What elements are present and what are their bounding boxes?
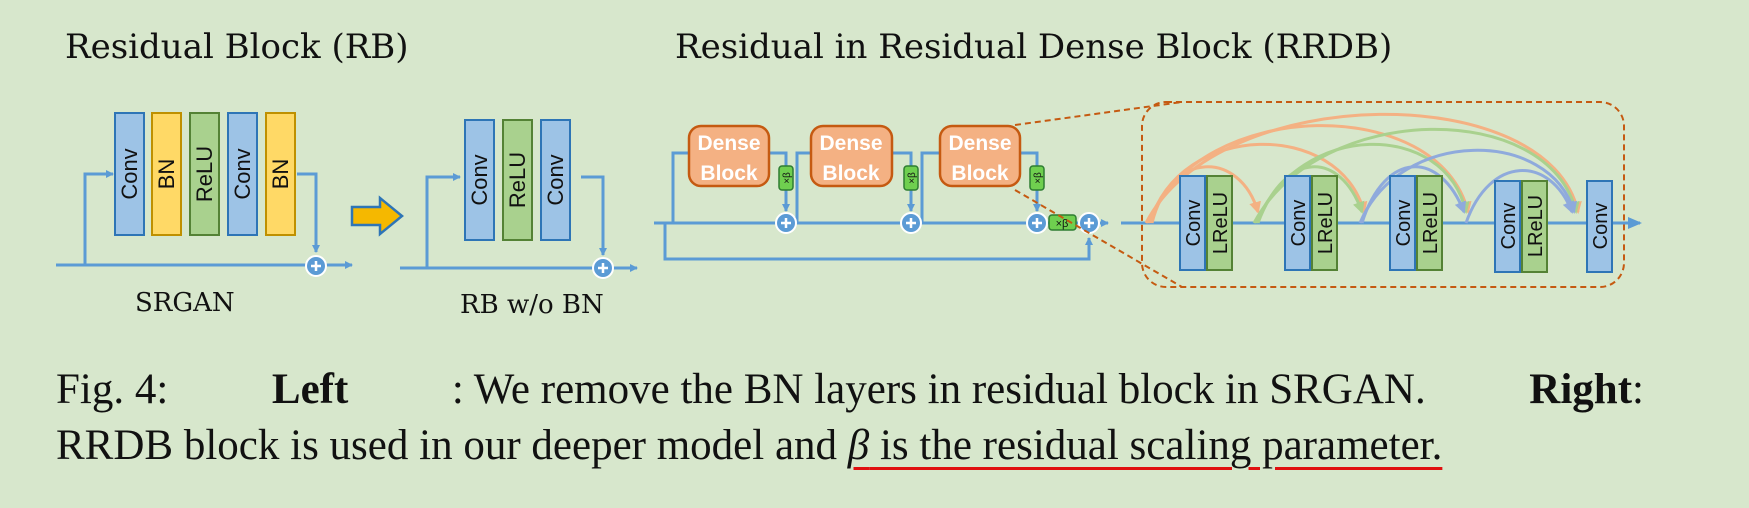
dense-block-detail: Conv LReLU Conv LReLU Conv LReLU Conv LR… bbox=[1121, 101, 1642, 288]
dense-block-1 bbox=[687, 124, 771, 188]
srgan-block bbox=[56, 170, 353, 277]
srgan-bn-1 bbox=[151, 112, 182, 236]
dense-block-label: Dense bbox=[948, 132, 1011, 155]
detail-layer-label: Conv bbox=[1590, 203, 1612, 250]
detail-lrelu-2 bbox=[1311, 175, 1338, 271]
srgan-layer-label: Conv bbox=[230, 148, 255, 199]
dense-block-2 bbox=[809, 124, 894, 188]
plus-icon bbox=[775, 212, 797, 234]
detail-layer-label: LReLU bbox=[1315, 192, 1337, 254]
detail-layer-label: Conv bbox=[1498, 203, 1520, 250]
rb-layer-label: Conv bbox=[467, 154, 492, 205]
rb-wo-bn-label: RB w/o BN bbox=[460, 290, 604, 320]
caption-left-label: Left bbox=[271, 366, 349, 413]
detail-conv-2 bbox=[1284, 175, 1311, 271]
detail-layer-label: LReLU bbox=[1210, 192, 1232, 254]
srgan-layer-label: BN bbox=[268, 159, 293, 190]
dense-block-label: Dense bbox=[697, 132, 760, 155]
outer-beta-scale-box bbox=[1048, 214, 1077, 231]
detail-layer-label: Conv bbox=[1288, 200, 1310, 247]
dense-block-label: Dense bbox=[819, 132, 882, 155]
caption-line2-end: is the residual scaling parameter. bbox=[869, 422, 1443, 469]
detail-layer-label: LReLU bbox=[1525, 195, 1547, 257]
caption-line-2: RRDB block is used in our deeper model a… bbox=[56, 418, 1644, 474]
detail-layer-label: Conv bbox=[1393, 200, 1415, 247]
caption-line-1: Fig. 4: Left : We remove the BN layers in… bbox=[56, 362, 1644, 418]
srgan-relu bbox=[189, 112, 220, 236]
caption-right-colon: : bbox=[1632, 366, 1644, 413]
outer-beta-scale-label: ×β bbox=[1056, 218, 1069, 230]
caption-line2-start: RRDB block is used in our deeper model a… bbox=[56, 422, 848, 469]
rb-relu bbox=[502, 119, 533, 241]
beta-scale-label: ×β bbox=[907, 172, 918, 184]
srgan-conv-2 bbox=[227, 112, 258, 236]
beta-scale-box bbox=[778, 165, 794, 191]
detail-frame bbox=[1141, 101, 1625, 288]
detail-conv-1 bbox=[1179, 175, 1206, 271]
detail-lrelu-4 bbox=[1521, 180, 1548, 273]
srgan-layer-label: Conv bbox=[117, 148, 142, 199]
detail-layer-label: LReLU bbox=[1420, 192, 1442, 254]
detail-lrelu-3 bbox=[1416, 175, 1443, 271]
detail-conv-3 bbox=[1389, 175, 1416, 271]
rb-layer-label: Conv bbox=[543, 154, 568, 205]
detail-layer-label: Conv bbox=[1183, 200, 1205, 247]
srgan-bn-2 bbox=[265, 112, 296, 236]
beta-scale-box bbox=[1029, 165, 1045, 191]
srgan-conv-1 bbox=[114, 112, 145, 236]
dense-block-label: Block bbox=[951, 162, 1009, 185]
right-title: Residual in Residual Dense Block (RRDB) bbox=[675, 27, 1392, 67]
srgan-layers: Conv BN ReLU Conv BN bbox=[114, 112, 296, 236]
srgan-label: SRGAN bbox=[135, 288, 235, 318]
figure-caption: Fig. 4: Left : We remove the BN layers in… bbox=[56, 362, 1644, 474]
plus-icon bbox=[900, 212, 922, 234]
transform-arrow-icon bbox=[350, 195, 404, 237]
detail-conv-4 bbox=[1494, 180, 1521, 273]
left-title: Residual Block (RB) bbox=[65, 27, 409, 67]
caption-right-label: Right bbox=[1529, 366, 1633, 413]
beta-scale-label: ×β bbox=[782, 172, 793, 184]
beta-scale-label: ×β bbox=[1033, 172, 1044, 184]
plus-icon bbox=[1026, 212, 1048, 234]
rb-conv-1 bbox=[464, 119, 495, 241]
srgan-layer-label: BN bbox=[154, 159, 179, 190]
dense-block-label: Block bbox=[822, 162, 880, 185]
detail-lrelu-1 bbox=[1206, 175, 1233, 271]
caption-beta: β bbox=[847, 422, 870, 469]
caption-prefix: Fig. 4: bbox=[56, 366, 169, 413]
detail-conv-5 bbox=[1586, 180, 1613, 273]
dense-block-label: Block bbox=[700, 162, 758, 185]
rb-conv-2 bbox=[540, 119, 571, 241]
caption-highlight: β is the residual scaling parameter. bbox=[848, 422, 1443, 469]
dense-block-3 bbox=[938, 124, 1022, 188]
rrdb-diagram: Residual Block (RB) Residual in Residual… bbox=[56, 27, 1642, 320]
srgan-layer-label: ReLU bbox=[192, 146, 217, 202]
rrdb-block: Dense Block Dense Block Dense Block ×β ×… bbox=[654, 101, 1183, 288]
plus-icon bbox=[1078, 212, 1100, 234]
beta-scale-box bbox=[903, 165, 919, 191]
rb-layer-label: ReLU bbox=[505, 152, 530, 208]
caption-left-text: : We remove the BN layers in residual bl… bbox=[451, 366, 1426, 413]
rb-wo-bn-block: Conv ReLU Conv bbox=[400, 119, 638, 279]
